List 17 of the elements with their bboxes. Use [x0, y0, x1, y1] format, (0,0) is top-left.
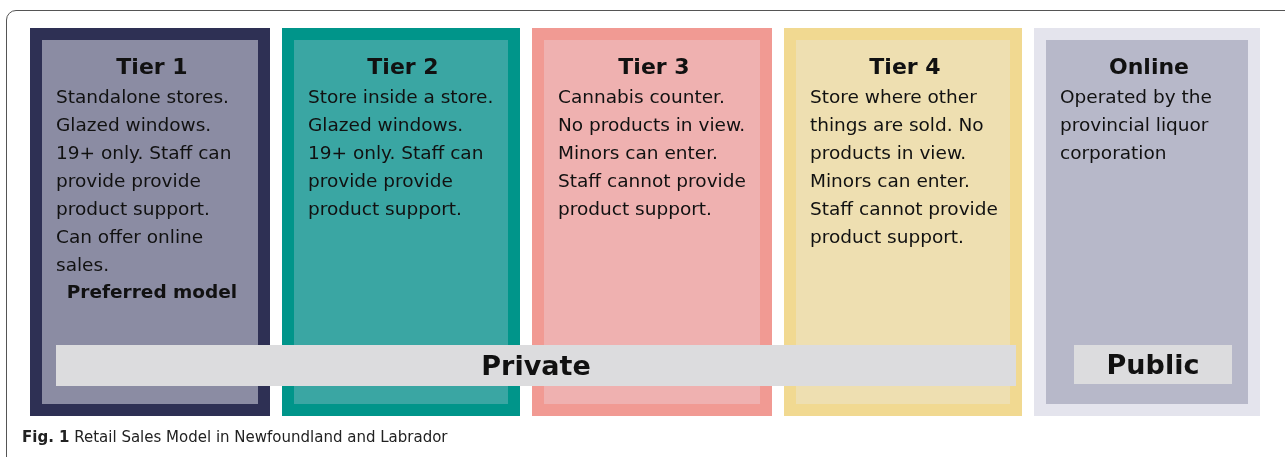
tier-panel — [784, 28, 1022, 416]
panel-heading: Tier 1 — [115, 54, 189, 79]
panel-heading: Tier 3 — [617, 54, 691, 79]
panel-description: Store inside a store. Glazed windows. 19+ only. Staff can provide provide product support. — [308, 85, 495, 221]
panel-heading: Tier 2 — [366, 54, 440, 79]
panel-heading: Tier 4 — [868, 54, 942, 79]
panel-description: Cannabis counter. No products in view. Minors can enter. Staff cannot provide product support. — [558, 85, 747, 221]
tier-panel — [30, 28, 270, 416]
tier-panel — [1034, 28, 1260, 416]
banner-band: Private — [56, 345, 1016, 386]
label-box: Public — [1074, 345, 1232, 384]
panel-description: Store where other things are sold. No products in view. Minors can enter. Staff cannot provide product support. — [810, 85, 999, 249]
panel-note: Preferred model — [65, 281, 239, 302]
panel-description: Operated by the provincial liquor corporation — [1060, 85, 1213, 165]
figure-caption: Fig. 1 Retail Sales Model in Newfoundland and Labrador — [22, 428, 448, 446]
panel-description: Standalone stores. Glazed windows. 19+ only. Staff can provide provide product support. Can offer online sales. — [56, 85, 233, 277]
panel-heading: Online — [1108, 54, 1190, 79]
